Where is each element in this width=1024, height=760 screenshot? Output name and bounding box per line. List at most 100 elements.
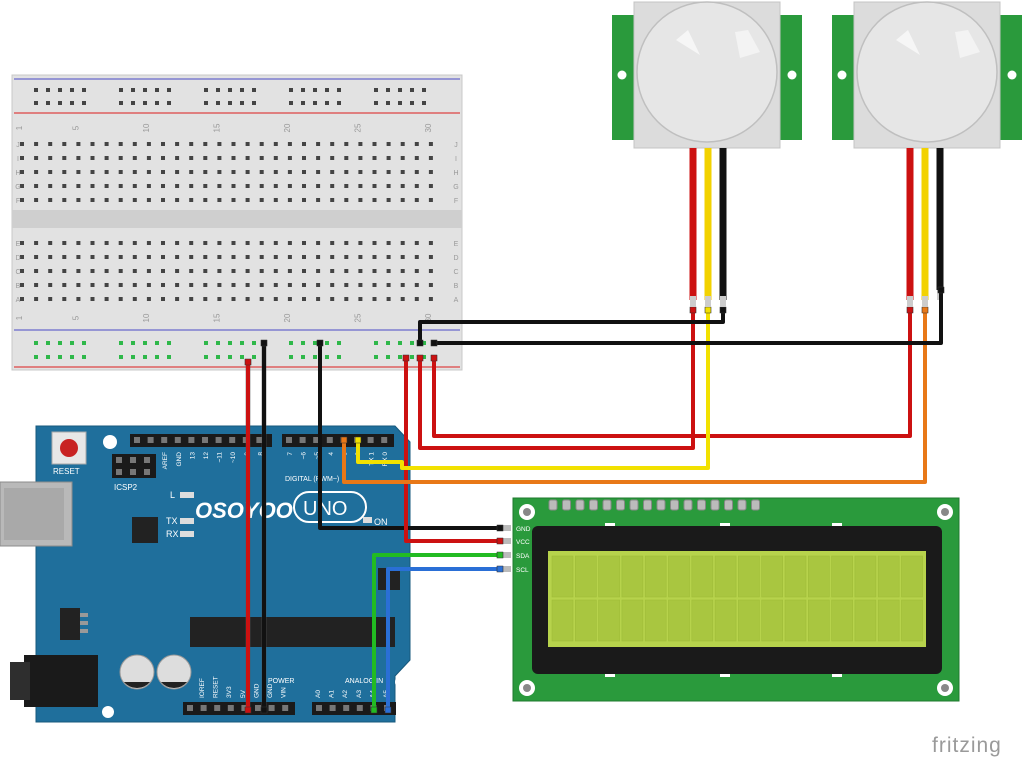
- breadboard-column-number: 1: [15, 125, 24, 130]
- breadboard-row-letter: I: [17, 156, 19, 163]
- power-pin-label: RESET: [213, 676, 220, 698]
- wire-end: [244, 358, 252, 366]
- wire-end: [430, 339, 438, 347]
- breadboard-column-number: 30: [424, 313, 433, 322]
- analog-pin-label: A3: [356, 690, 363, 698]
- digital-pin-label: AREF: [162, 452, 169, 469]
- breadboard-row-letter: H: [453, 170, 458, 177]
- breadboard-row-letter: E: [16, 241, 21, 248]
- wire-end: [416, 354, 424, 362]
- breadboard-column-number: 30: [424, 123, 433, 132]
- digital-pin-label: 12: [203, 452, 210, 460]
- lcd-pin-label: SDA: [516, 553, 530, 560]
- wire-end: [402, 354, 410, 362]
- wire-end: [921, 306, 929, 314]
- wires: [244, 286, 945, 714]
- breadboard-row-letter: C: [453, 269, 458, 276]
- breadboard-row-letter: B: [454, 283, 459, 290]
- digital-pin-label: ~5: [314, 452, 321, 460]
- model-label: UNO: [303, 498, 347, 520]
- breadboard-row-letter: G: [453, 184, 458, 191]
- wire-pir1-gnd: [418, 308, 725, 345]
- wire-pir2-vcc: [432, 308, 912, 438]
- breadboard-column-number: 15: [212, 313, 221, 322]
- digital-pin-label: 8: [257, 452, 264, 456]
- microcontroller-chip: [190, 617, 395, 647]
- wire-end: [937, 286, 945, 294]
- breadboard-column-number: 1: [15, 315, 24, 320]
- wire-end: [906, 306, 914, 314]
- wire-pir1-signal: [356, 308, 710, 470]
- reset-label: RESET: [53, 467, 80, 476]
- wire-end: [354, 436, 362, 444]
- brand-logo: OSOYOO: [195, 498, 293, 523]
- breadboard-row-letter: D: [453, 255, 458, 262]
- digital-label: DIGITAL (PWM~): [285, 476, 339, 483]
- wire-end: [704, 306, 712, 314]
- led-tx-label: TX: [166, 516, 178, 526]
- digital-header-right: [282, 434, 394, 447]
- small-chip: [132, 517, 158, 543]
- breadboard-row-letter: D: [15, 255, 20, 262]
- power-pin-label: GND: [253, 683, 260, 698]
- power-pin-label: VIN: [281, 687, 288, 698]
- wire-pir2-gnd: [432, 288, 943, 345]
- wire-end: [260, 706, 268, 714]
- wire-pir2-signal: [342, 308, 927, 484]
- breadboard-column-number: 25: [353, 123, 362, 132]
- breadboard-row-letter: F: [454, 198, 458, 205]
- breadboard-column-number: 15: [212, 123, 221, 132]
- power-pin-label: GND: [267, 683, 274, 698]
- breadboard-column-number: 20: [283, 123, 292, 132]
- analog-header: [312, 702, 396, 715]
- breadboard-row-letter: E: [454, 241, 459, 248]
- digital-pin-label: ~10: [230, 452, 237, 463]
- breadboard-row-letter: H: [15, 170, 20, 177]
- wire-end: [384, 706, 392, 714]
- lcd-pin-label: VCC: [516, 539, 530, 546]
- wire-end: [689, 306, 697, 314]
- capacitor-1: [119, 654, 155, 690]
- wire-end: [416, 339, 424, 347]
- power-jack: [24, 655, 98, 707]
- led-rx: [180, 531, 194, 537]
- lcd-pin-label: SCL: [516, 567, 529, 574]
- power-label: POWER: [268, 678, 294, 685]
- wire-end: [496, 537, 504, 545]
- breadboard-column-number: 10: [142, 123, 151, 132]
- on-label: ON: [374, 517, 388, 527]
- wire-lcd-sda: [372, 553, 502, 712]
- wire-lcd-vcc: [404, 356, 502, 543]
- power-pin-label: 3V3: [226, 686, 233, 698]
- led-l-label: L: [170, 490, 175, 500]
- icsp2-header: [112, 454, 156, 478]
- breadboard-row-letter: C: [15, 269, 20, 276]
- breadboard-row-letter: G: [15, 184, 20, 191]
- wire-end: [430, 354, 438, 362]
- wire-lcd-gnd: [318, 341, 502, 530]
- led-on: [363, 517, 372, 523]
- wire-end: [496, 524, 504, 532]
- wire-end: [719, 306, 727, 314]
- voltage-regulator: [60, 608, 80, 640]
- capacitor-2: [156, 654, 192, 690]
- wire-end: [496, 551, 504, 559]
- analog-pin-label: A0: [315, 690, 322, 698]
- wire-lcd-scl: [386, 567, 502, 712]
- breadboard-column-number: 25: [353, 313, 362, 322]
- breadboard-row-letter: I: [455, 156, 457, 163]
- breadboard-row-letter: J: [16, 142, 20, 149]
- uno-logo-frame: [293, 491, 367, 523]
- breadboard-row-letter: J: [454, 142, 458, 149]
- wire-end: [244, 706, 252, 714]
- digital-pin-label: 13: [189, 452, 196, 460]
- analog-pin-label: A1: [329, 690, 336, 698]
- power-header: [183, 702, 295, 715]
- digital-pin-label: ~11: [217, 452, 224, 463]
- breadboard-column-number: 5: [71, 125, 80, 130]
- led-tx: [180, 518, 194, 524]
- power-pin-label: 5V: [240, 689, 247, 698]
